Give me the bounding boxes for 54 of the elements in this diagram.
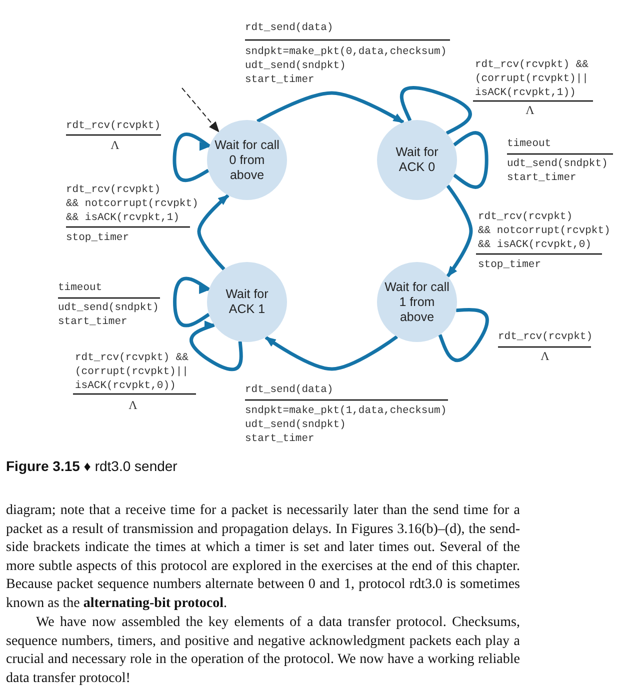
state-label: Wait for ACK 1 [224,287,270,317]
transition-text: rdt_rcv(rcvpkt) [66,184,161,197]
transition-text: isACK(rcvpkt,1)) [475,87,576,100]
transition-text: stop_timer [66,232,130,245]
transition-text: udt_send(sndpkt) [245,419,346,432]
transition-arrow [264,335,398,371]
state-circle [207,262,287,342]
transition-text: && notcorrupt(rcvpkt) [66,198,198,211]
transition-text: rdt_rcv(rcvpkt) [478,211,573,224]
initial-state-arrow [182,88,220,133]
transition-text: start_timer [245,433,314,446]
transition-text: timeout [507,138,552,151]
state-label: Wait for ACK 0 [394,145,440,175]
transition-text: rdt_rcv(rcvpkt) [498,331,593,344]
transition-arrow [172,132,212,182]
transition-text: rdt_rcv(rcvpkt) && [475,59,588,72]
transition-arrow [190,323,243,372]
transition-text: udt_send(sndpkt) [58,302,159,315]
lambda-symbol: Λ [110,139,120,152]
state-label: Wait for call 1 from above [384,280,450,324]
transition-arrow [173,276,211,328]
transition-text: udt_send(sndpkt) [245,60,346,73]
transition-text: udt_send(sndpkt) [507,158,608,171]
transition-text: rdt_rcv(rcvpkt) && [75,352,188,365]
transition-text: start_timer [58,316,128,329]
transition-text: sndpkt=make_pkt(1,data,checksum) [245,405,447,418]
body-paragraph: diagram; note that a receive time for a packet is necessarily later than the send time for a packet as a result of transmission and propagation delays. In Figures 3.16(b)–(d), the send-side brackets indicate the times at which a timer is set and later times out. Several of the more subtle aspects of this protocol are explored in the exercises at the end of this chapter. Because packet sequence numbers alternate between 0 and 1, protocol rdt3.0 is sometimes known as the alternating-bit protocol. [6,502,520,613]
transition-text: && isACK(rcvpkt,1) [66,212,180,225]
transition-arrow [438,308,489,362]
transition-arrow [400,86,472,135]
transition-arrow [452,131,488,189]
transition-text: (corrupt(rcvpkt)|| [475,73,588,86]
transition-arrow [197,194,230,270]
body-paragraph: We have now assembled the key elements of a data transfer protocol. Checksums, sequence numbers, timers, and positive and negative acknowledgment packets each play a crucial and necessary role in the operation of the protocol. We now have a working reliable data transfer protocol! [6,614,520,688]
lambda-symbol: Λ [128,399,138,412]
transition-text: rdt_send(data) [245,22,334,35]
state-label: Wait for call 0 from above [214,138,280,182]
transition-text: && notcorrupt(rcvpkt) [478,225,610,238]
transition-text: rdt_rcv(rcvpkt) [66,120,161,133]
transition-text: start_timer [507,172,576,185]
transition-text: && isACK(rcvpkt,0) [478,239,592,252]
transition-arrow [446,184,473,278]
transition-text: timeout [58,282,102,295]
lambda-symbol: Λ [526,104,534,117]
transition-text: start_timer [245,74,314,87]
figure-caption: Figure 3.15 ♦ rdt3.0 sender [6,458,178,474]
transition-text: stop_timer [478,259,542,272]
transition-text: (corrupt(rcvpkt)|| [75,366,188,379]
transition-arrow [256,91,404,124]
state-circle [207,120,287,200]
transition-text: rdt_send(data) [245,384,334,397]
transition-text: sndpkt=make_pkt(0,data,checksum) [245,46,447,59]
lambda-symbol: Λ [540,350,550,363]
transition-text: isACK(rcvpkt,0)) [75,380,176,393]
